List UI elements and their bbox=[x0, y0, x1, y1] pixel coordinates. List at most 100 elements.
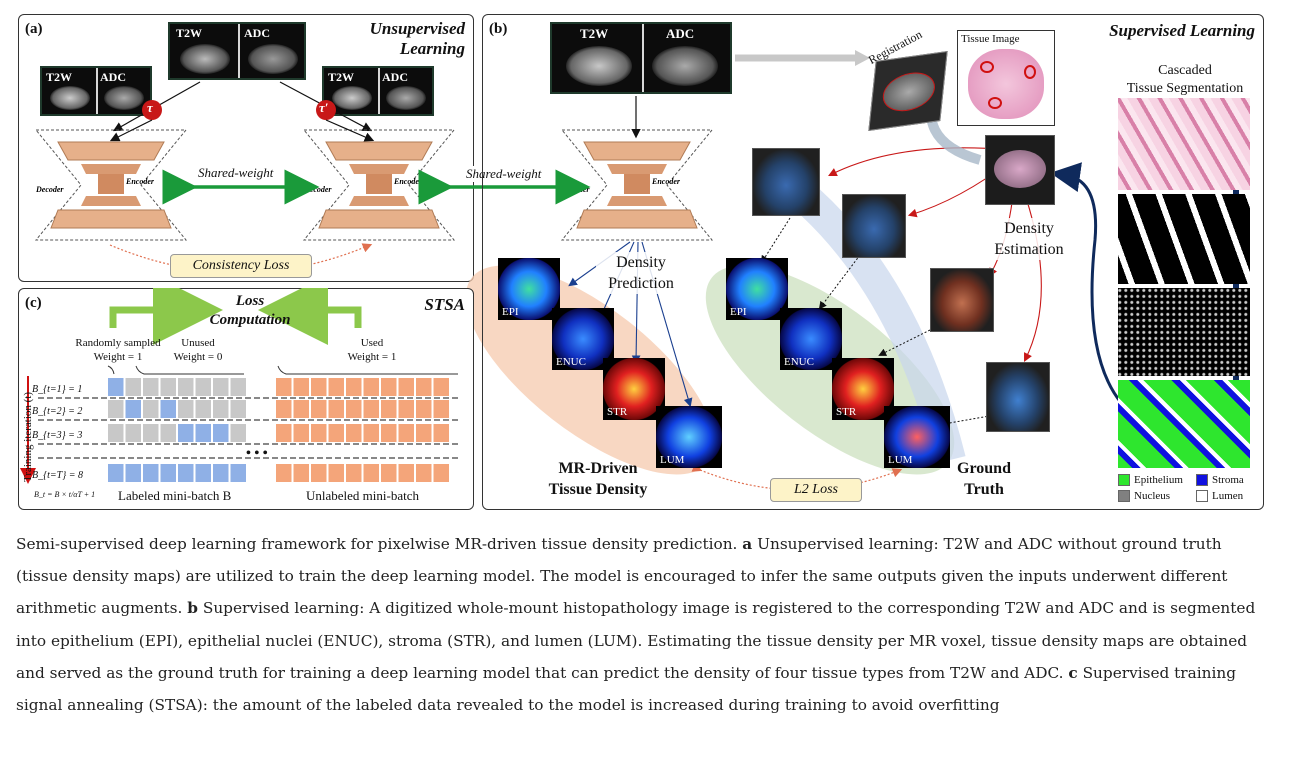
gt-registered-image bbox=[985, 135, 1055, 205]
random-line2: Weight = 1 bbox=[93, 351, 143, 363]
labeled-cell bbox=[160, 378, 176, 396]
legend-stroma: Stroma bbox=[1196, 474, 1244, 487]
caption-c-label: c bbox=[1068, 663, 1078, 682]
labeled-cell bbox=[160, 424, 176, 442]
l2-loss-box: L2 Loss bbox=[770, 478, 862, 502]
unlabeled-batch: Unlabeled mini-batch bbox=[306, 488, 419, 503]
panel-a-aug-left: τ bbox=[147, 100, 153, 115]
legend-lumen: Lumen bbox=[1196, 490, 1244, 503]
unlabeled-cell bbox=[398, 464, 414, 482]
unlabeled-cell bbox=[381, 424, 397, 442]
loss-line2: Computation bbox=[209, 312, 291, 328]
ground-truth-line2: Truth bbox=[964, 481, 1004, 498]
unused-line1: Unused bbox=[181, 337, 215, 349]
panel-a-decoder-left: Decoder bbox=[35, 185, 64, 194]
loss-computation-label: Loss Computation bbox=[195, 292, 305, 330]
panel-c-title: STSA bbox=[424, 295, 465, 314]
cascaded-line2: Tissue Segmentation bbox=[1126, 81, 1244, 96]
labeled-cell bbox=[213, 464, 229, 482]
seg-label-map bbox=[1118, 380, 1250, 468]
cascaded-line1: Cascaded bbox=[1158, 63, 1212, 78]
caption-c-text: Supervised training signal annealing (ST… bbox=[16, 663, 1237, 715]
pred-map-lum: LUM bbox=[656, 406, 722, 468]
unlabeled-cell bbox=[433, 424, 449, 442]
pred-map-str: STR bbox=[603, 358, 665, 420]
panel-a-aug-right: τ′ bbox=[319, 100, 329, 115]
random-line1: Randomly sampled bbox=[75, 337, 161, 349]
labeled-cell bbox=[195, 400, 211, 418]
gt-map-epi-label: EPI bbox=[730, 306, 747, 318]
unused-label: Unused Weight = 0 bbox=[158, 336, 238, 364]
unlabeled-cell bbox=[346, 400, 362, 418]
legend-epithelium: Epithelium bbox=[1118, 474, 1183, 487]
legend-lumen-label: Lumen bbox=[1212, 490, 1244, 502]
gt-overlay-1 bbox=[752, 148, 820, 216]
unlabeled-cell bbox=[276, 378, 292, 396]
panel-a-t2w-label: T2W bbox=[176, 26, 203, 40]
unlabeled-cell bbox=[293, 464, 309, 482]
used-line1: Used bbox=[360, 337, 384, 349]
labeled-cell bbox=[195, 464, 211, 482]
panel-c-grid bbox=[38, 378, 458, 482]
unlabeled-cell bbox=[416, 400, 432, 418]
gt-map-enuc-label: ENUC bbox=[784, 356, 814, 368]
unlabeled-cell bbox=[433, 400, 449, 418]
gt-overlay-3 bbox=[930, 268, 994, 332]
labeled-cell bbox=[230, 378, 246, 396]
density-estimation-label: Density Estimation bbox=[984, 218, 1074, 260]
panel-a-title: Unsupervised Learning bbox=[370, 19, 465, 59]
labeled-cell bbox=[125, 378, 141, 396]
unlabeled-cell bbox=[433, 378, 449, 396]
unused-line2: Weight = 0 bbox=[173, 351, 223, 363]
labeled-cell bbox=[108, 464, 124, 482]
panel-a-encoder-left: Encoder bbox=[125, 177, 155, 186]
unlabeled-cell bbox=[346, 378, 362, 396]
consistency-loss-box: Consistency Loss bbox=[170, 254, 312, 278]
unlabeled-cell bbox=[363, 400, 379, 418]
unlabeled-cell bbox=[346, 424, 362, 442]
shared-weight-between: Shared-weight bbox=[466, 166, 542, 182]
labeled-cell bbox=[143, 464, 159, 482]
seg-epi-mask bbox=[1118, 194, 1250, 284]
density-prediction-label: Density Prediction bbox=[596, 252, 686, 294]
caption-b-label: b bbox=[187, 599, 198, 618]
labeled-cell bbox=[178, 400, 194, 418]
panel-a-adc-label: ADC bbox=[244, 26, 270, 40]
legend-nucleus-swatch bbox=[1118, 490, 1130, 503]
panel-a-label: (a) bbox=[25, 21, 43, 37]
panel-b-encoder: Encoder bbox=[651, 177, 681, 186]
figure-caption: Semi-supervised deep learning framework … bbox=[16, 528, 1278, 721]
panel-a-left-adc-label: ADC bbox=[100, 70, 126, 84]
pred-map-str-label: STR bbox=[607, 406, 628, 418]
used-line2: Weight = 1 bbox=[347, 351, 397, 363]
unlabeled-cell bbox=[398, 378, 414, 396]
row-label-2: B_{t=2} = 2 bbox=[32, 406, 83, 417]
labeled-cell bbox=[230, 464, 246, 482]
panel-a-title-line2: Learning bbox=[399, 39, 465, 58]
panel-b-title: Supervised Learning bbox=[1109, 21, 1255, 40]
unlabeled-cell bbox=[416, 424, 432, 442]
unlabeled-cell bbox=[328, 400, 344, 418]
labeled-cell bbox=[143, 424, 159, 442]
pred-map-lum-label: LUM bbox=[660, 454, 685, 466]
unlabeled-cell bbox=[276, 424, 292, 442]
panel-a-shared-weight: Shared-weight bbox=[198, 165, 274, 180]
legend-epithelium-swatch bbox=[1118, 474, 1130, 487]
unlabeled-cell bbox=[311, 378, 327, 396]
panel-b-input-mri: T2W ADC bbox=[550, 22, 732, 94]
gt-map-lum: LUM bbox=[884, 406, 950, 468]
legend-nucleus: Nucleus bbox=[1118, 490, 1170, 503]
panel-a-title-line1: Unsupervised bbox=[369, 19, 465, 38]
ellipsis-dots: • • • bbox=[246, 446, 268, 461]
tissue-image-label: Tissue Image bbox=[961, 33, 1020, 45]
unlabeled-cell bbox=[328, 424, 344, 442]
panel-c-graphics bbox=[20, 288, 458, 484]
panel-a-encoder-right: Encoder bbox=[393, 177, 423, 186]
labeled-cell bbox=[178, 378, 194, 396]
gt-map-str: STR bbox=[832, 358, 894, 420]
density-prediction-line2: Prediction bbox=[608, 275, 674, 292]
unlabeled-cell bbox=[293, 378, 309, 396]
panel-a-aug-mri-left: T2W ADC bbox=[40, 66, 152, 116]
unlabeled-cell bbox=[363, 464, 379, 482]
unlabeled-cell bbox=[311, 424, 327, 442]
